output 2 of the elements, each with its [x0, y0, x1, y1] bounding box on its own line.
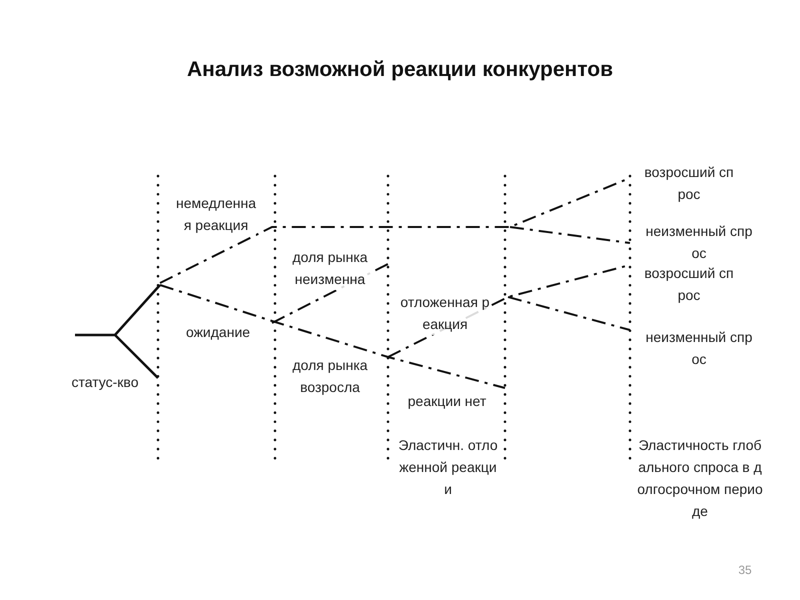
title: Анализ возможной реакции конкурентов [186, 58, 614, 82]
page-number: 35 [737, 562, 753, 578]
